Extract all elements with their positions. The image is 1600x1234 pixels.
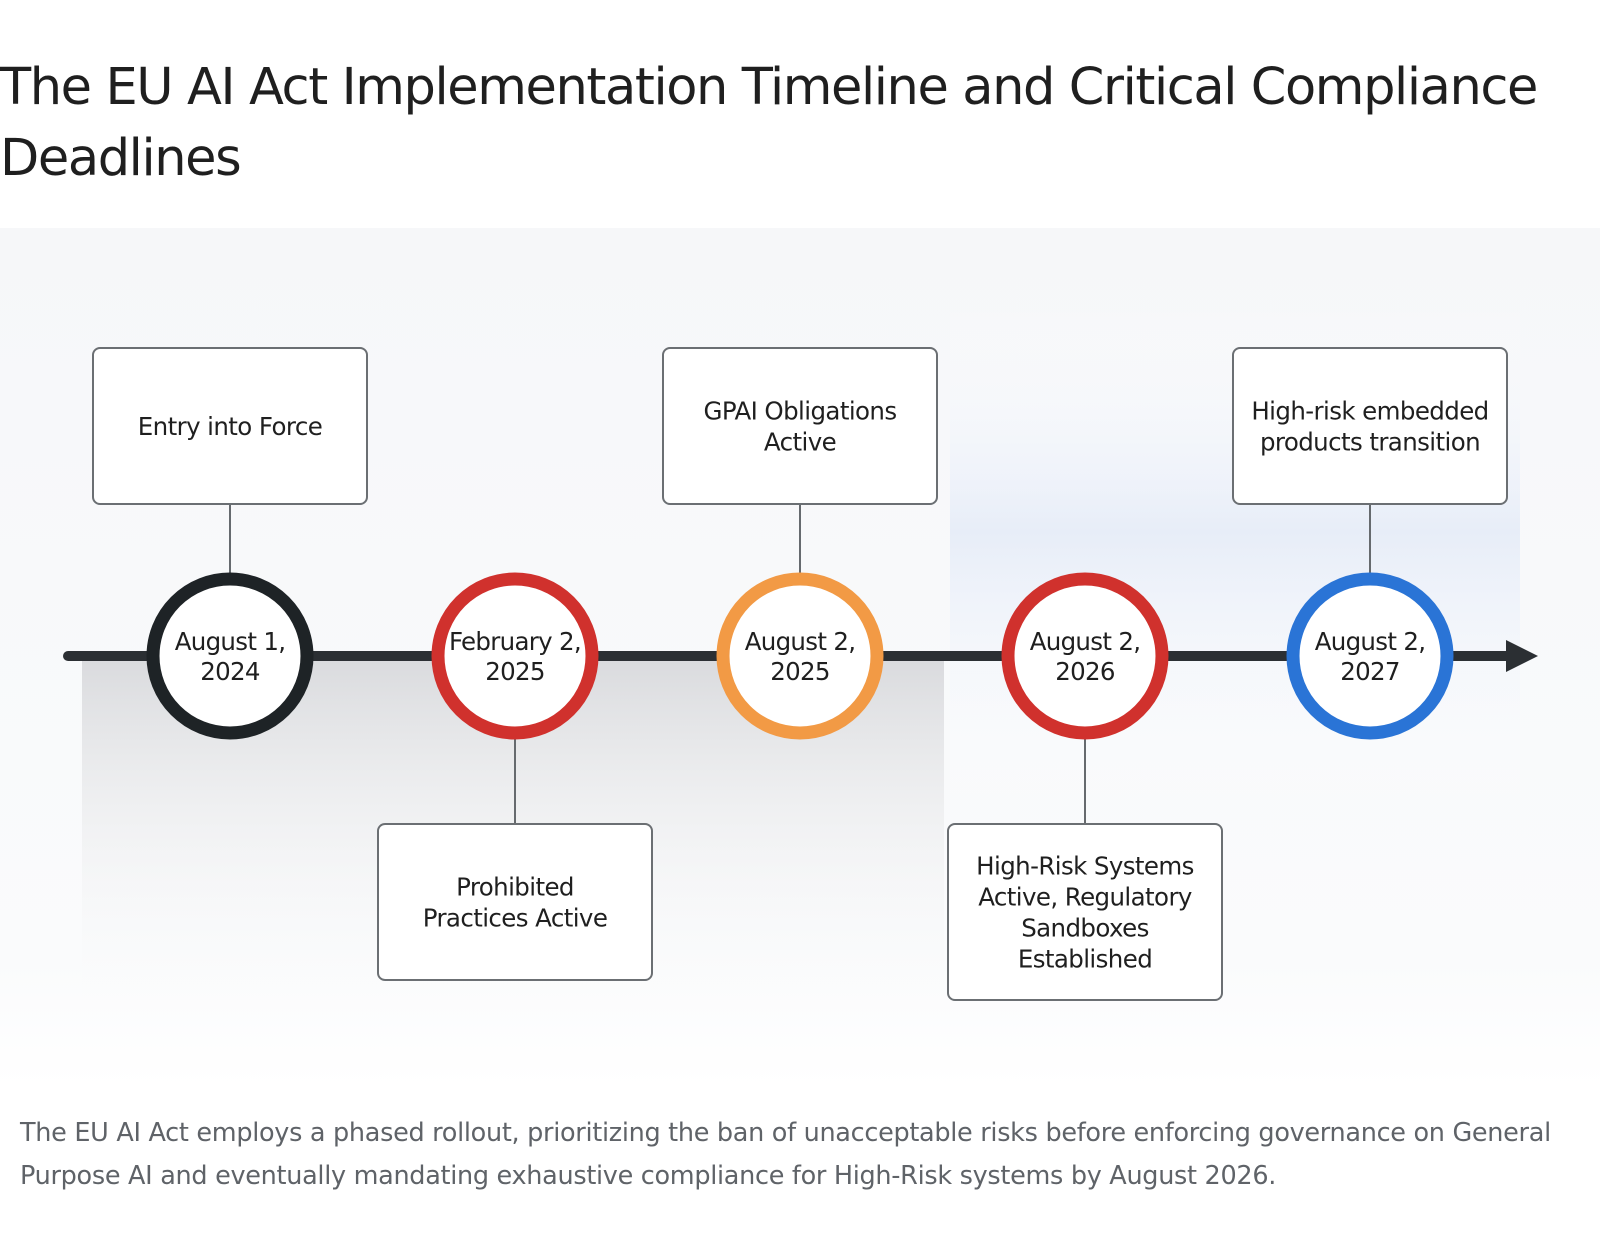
timeline-arrowhead — [1506, 640, 1538, 672]
event-label-line: products transition — [1260, 427, 1480, 456]
event-box — [662, 347, 938, 505]
milestone-date-line: 2025 — [485, 657, 545, 686]
milestone-date-line: August 1, — [175, 627, 286, 656]
event-label-line: High-Risk Systems — [976, 851, 1194, 880]
milestone-date-line: 2025 — [770, 657, 830, 686]
event-label-line: Established — [1018, 944, 1152, 973]
milestone-date-line: August 2, — [1315, 627, 1426, 656]
event-label-line: Entry into Force — [138, 412, 322, 441]
milestone-date-line: 2024 — [200, 657, 260, 686]
milestone-node — [146, 572, 314, 740]
event-label-line: High-risk embedded — [1251, 396, 1488, 425]
event-label-line: Practices Active — [423, 903, 608, 932]
milestone-node — [1001, 572, 1169, 740]
milestone-node — [431, 572, 599, 740]
milestone-date: August 2,2027 — [1315, 627, 1426, 686]
event-box — [947, 823, 1223, 1001]
milestone-node — [716, 572, 884, 740]
event-box — [377, 823, 653, 981]
milestone-date-line: 2026 — [1055, 657, 1115, 686]
event-label-line: Active, Regulatory — [978, 882, 1192, 911]
page-title: The EU AI Act Implementation Timeline an… — [0, 58, 1538, 188]
event-label: Entry into Force — [138, 412, 322, 441]
event-label-line: Active — [764, 427, 836, 456]
milestone-date: August 1,2024 — [175, 627, 286, 686]
caption: The EU AI Act employs a phased rollout, … — [20, 1118, 1551, 1191]
milestone-node — [1286, 572, 1454, 740]
event-label-line: GPAI Obligations — [703, 396, 896, 425]
milestone-date: February 2,2025 — [449, 627, 581, 686]
milestone-date-line: August 2, — [745, 627, 856, 656]
milestone-date-line: August 2, — [1030, 627, 1141, 656]
milestone-date: August 2,2026 — [1030, 627, 1141, 686]
milestone-date-line: February 2, — [449, 627, 581, 656]
milestone-date-line: 2027 — [1340, 657, 1400, 686]
event-label-line: Sandboxes — [1021, 913, 1149, 942]
event-box — [92, 347, 368, 505]
event-label-line: Prohibited — [456, 872, 574, 901]
milestone-date: August 2,2025 — [745, 627, 856, 686]
event-box — [1232, 347, 1508, 505]
